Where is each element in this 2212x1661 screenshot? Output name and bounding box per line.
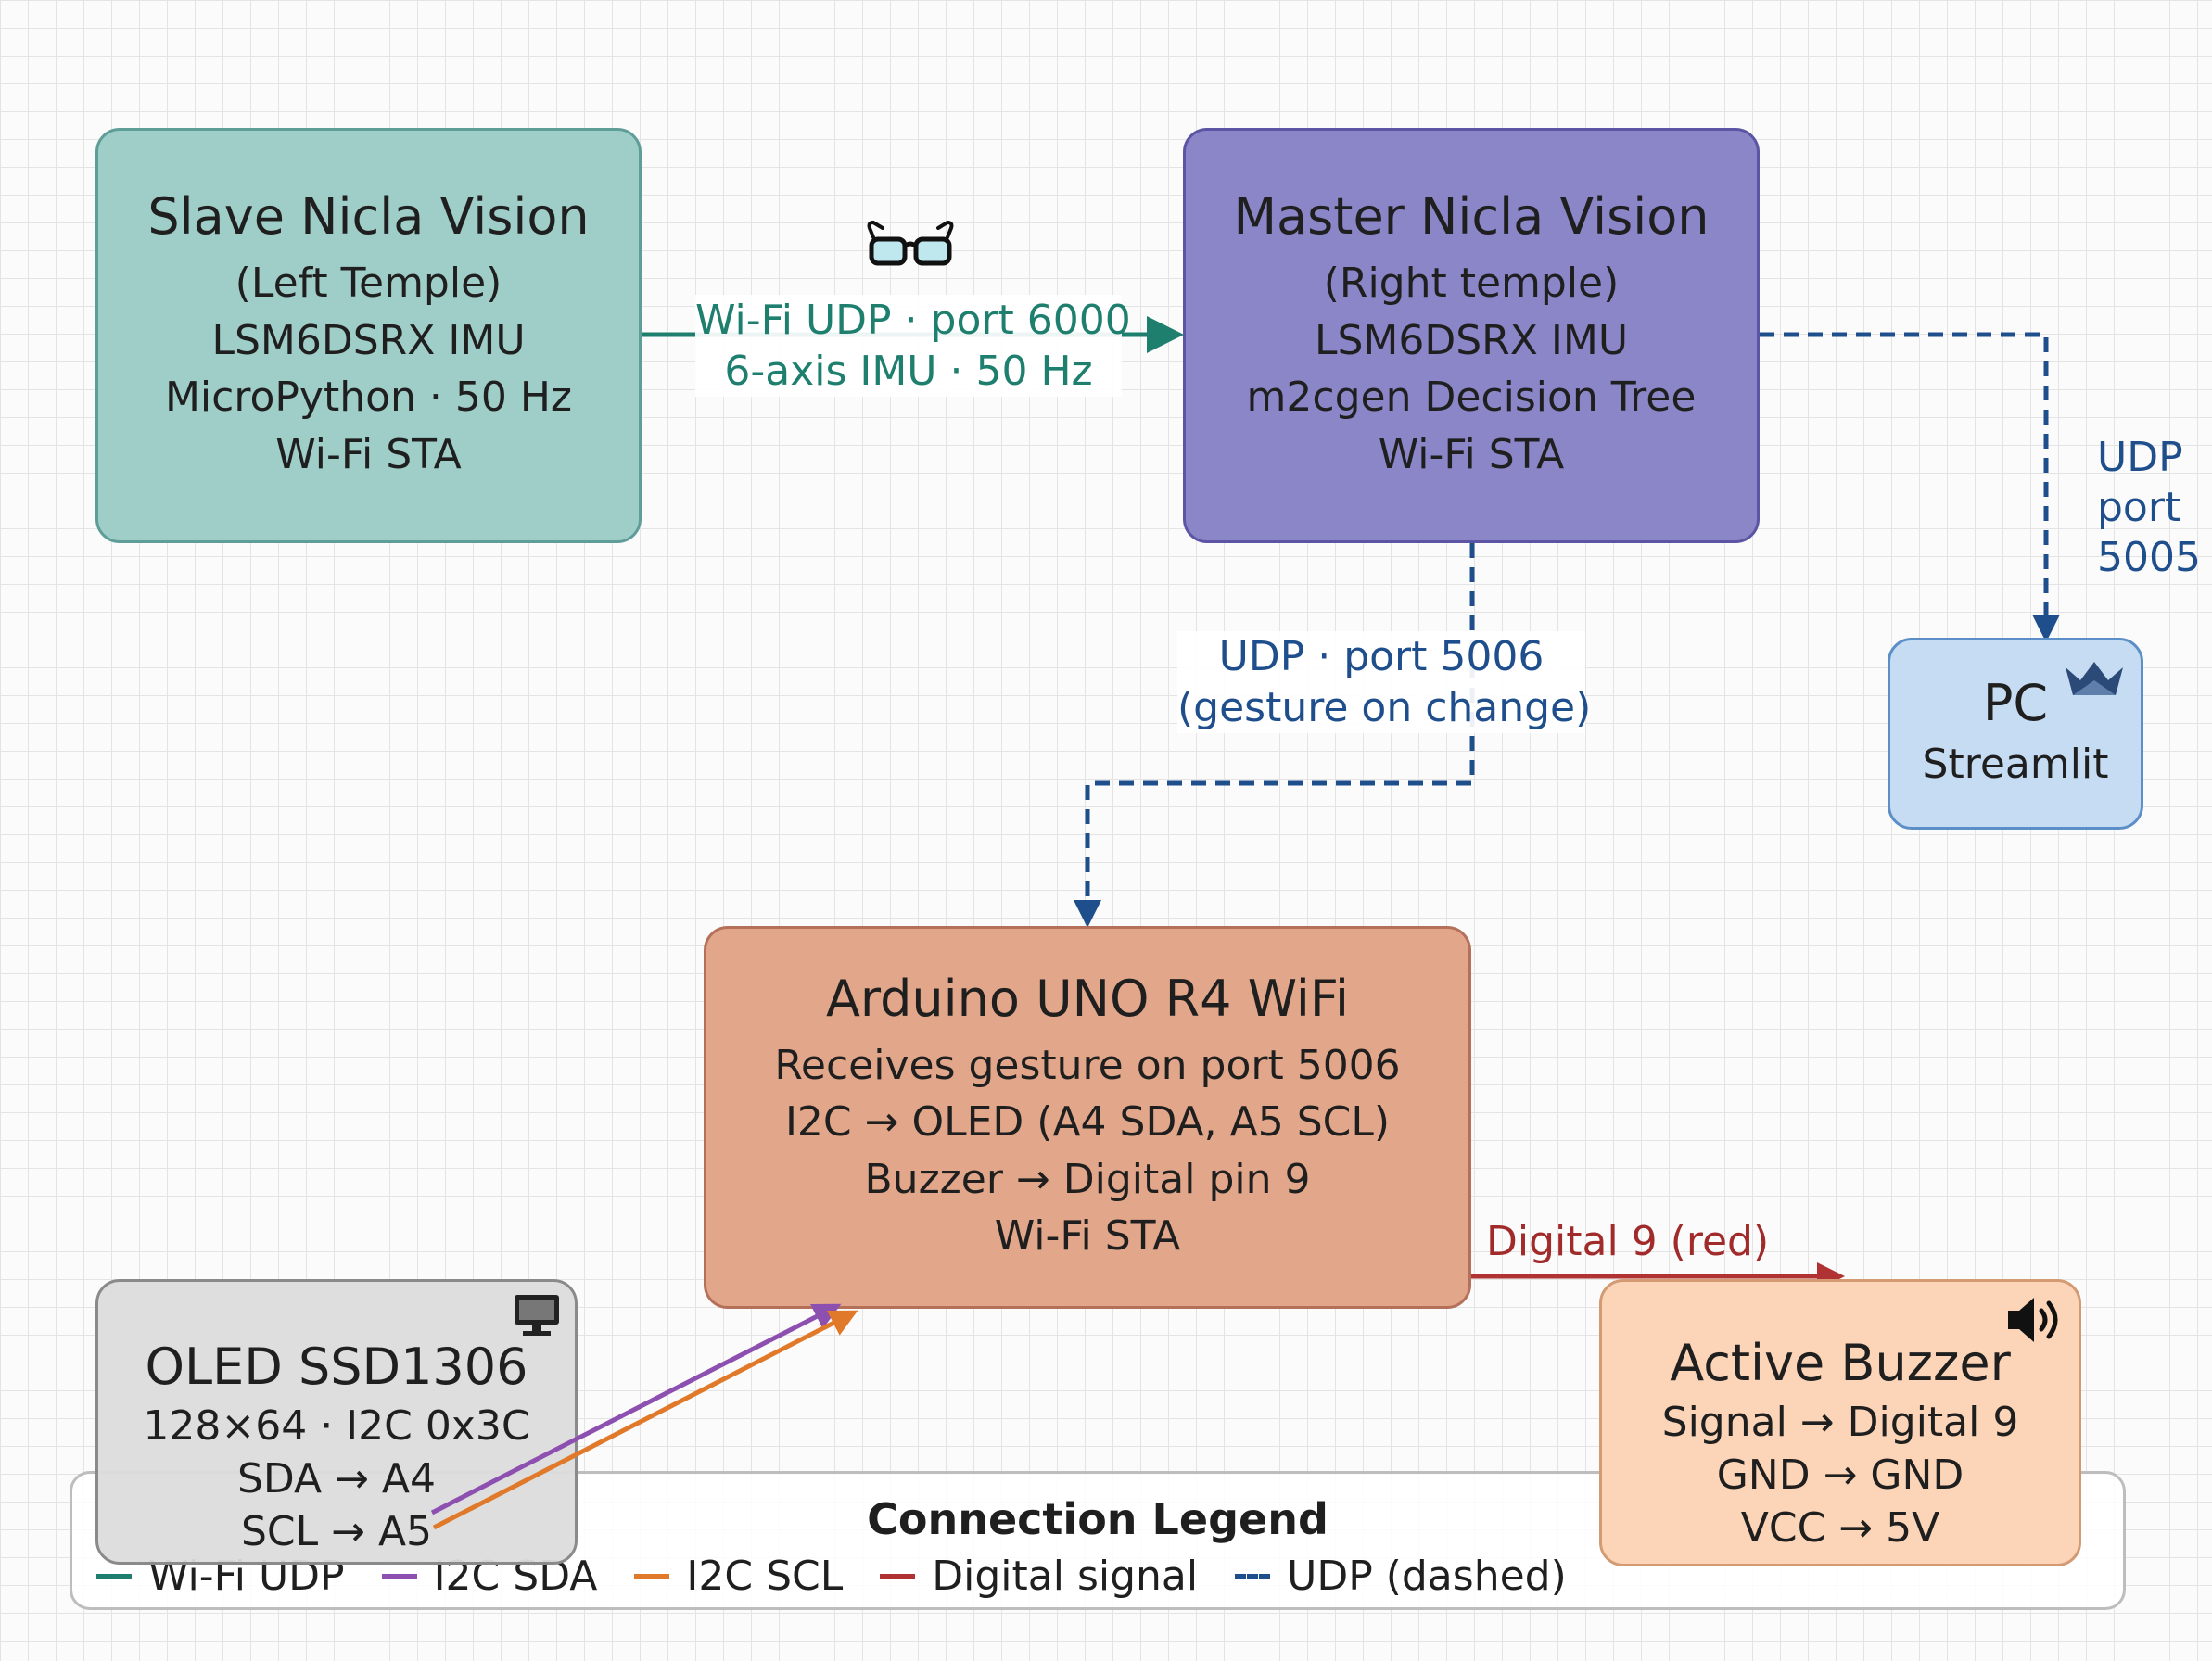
node-line: (Left Temple) <box>235 260 502 308</box>
udp-pc-line <box>1760 332 2060 642</box>
legend-title: Connection Legend <box>867 1494 1328 1544</box>
node-title: PC <box>1982 674 2049 733</box>
legend-item-i2c-scl: I2C SCL <box>634 1553 843 1600</box>
node-line: Wi-Fi STA <box>1378 430 1565 478</box>
oled-node: OLED SSD1306 128×64 · I2C 0x3C SDA → A4 … <box>95 1279 578 1565</box>
edge-label-line: 5005 <box>2097 534 2201 582</box>
slave-nicla-node: Slave Nicla Vision (Left Temple) LSM6DSR… <box>95 128 642 543</box>
node-line: I2C → OLED (A4 SDA, A5 SCL) <box>784 1098 1391 1147</box>
buzzer-node: Active Buzzer Signal → Digital 9 GND → G… <box>1599 1279 2081 1566</box>
node-line: Buzzer → Digital pin 9 <box>864 1155 1311 1203</box>
node-line: m2cgen Decision Tree <box>1246 374 1697 422</box>
legend-label: Digital signal <box>932 1553 1199 1600</box>
legend-swatch <box>880 1573 916 1579</box>
legend-label: I2C SCL <box>686 1553 844 1600</box>
edge-label-line: UDP · port 5006 <box>1218 633 1545 680</box>
legend-swatch <box>634 1573 670 1579</box>
legend-swatch <box>96 1573 132 1579</box>
node-line: SCL → A5 <box>240 1508 433 1556</box>
edge-label-line: port <box>2097 484 2181 532</box>
edge-label-line: (gesture on change) <box>1177 684 1592 731</box>
glasses-icon <box>867 220 954 266</box>
node-line: (Right temple) <box>1323 260 1620 308</box>
i2c-sda-line <box>430 1303 842 1515</box>
i2c-scl-line <box>432 1310 858 1530</box>
digital-label: Digital 9 (red) <box>1486 1218 1770 1265</box>
streamlit-crown-icon <box>2066 662 2123 695</box>
node-title: Arduino UNO R4 WiFi <box>825 969 1350 1028</box>
udp-arduino-label: UDP · port 5006 (gesture on change) <box>1177 631 1592 733</box>
node-line: Streamlit <box>1922 741 2109 789</box>
node-line: VCC → 5V <box>1740 1504 1940 1553</box>
legend-item-digital: Digital signal <box>880 1553 1198 1600</box>
node-line: Wi-Fi STA <box>275 430 462 478</box>
arduino-node: Arduino UNO R4 WiFi Receives gesture on … <box>704 926 1471 1309</box>
node-line: MicroPython · 50 Hz <box>164 374 573 422</box>
legend-item-udp-dashed: UDP (dashed) <box>1235 1553 1567 1600</box>
node-title: Active Buzzer <box>1670 1334 2011 1392</box>
node-line: GND → GND <box>1716 1451 1964 1499</box>
node-line: SDA → A4 <box>236 1454 437 1503</box>
edge-label-line: 6-axis IMU · 50 Hz <box>724 348 1093 395</box>
monitor-icon <box>515 1295 559 1336</box>
udp-pc-label: UDP port 5005 <box>2097 433 2201 583</box>
edge-label-line: UDP <box>2097 434 2183 481</box>
legend-swatch <box>1235 1573 1271 1579</box>
node-line: LSM6DSRX IMU <box>1314 316 1629 364</box>
edge-label-line: Wi-Fi UDP · port 6000 <box>695 297 1131 344</box>
pc-node: PC Streamlit <box>1888 638 2143 830</box>
node-title: Master Nicla Vision <box>1233 187 1710 247</box>
wifi-udp-label: Wi-Fi UDP · port 6000 6-axis IMU · 50 Hz <box>695 295 1131 397</box>
node-line: LSM6DSRX IMU <box>211 316 526 364</box>
node-line: Wi-Fi STA <box>994 1212 1181 1261</box>
node-line: Receives gesture on port 5006 <box>774 1041 1401 1089</box>
node-line: Signal → Digital 9 <box>1661 1398 2019 1446</box>
legend-swatch <box>381 1573 417 1579</box>
node-title: Slave Nicla Vision <box>147 187 590 247</box>
master-nicla-node: Master Nicla Vision (Right temple) LSM6D… <box>1183 128 1760 543</box>
speaker-icon <box>2008 1298 2058 1342</box>
node-title: OLED SSD1306 <box>145 1338 528 1396</box>
legend-label: UDP (dashed) <box>1287 1553 1567 1600</box>
node-line: 128×64 · I2C 0x3C <box>143 1401 530 1450</box>
